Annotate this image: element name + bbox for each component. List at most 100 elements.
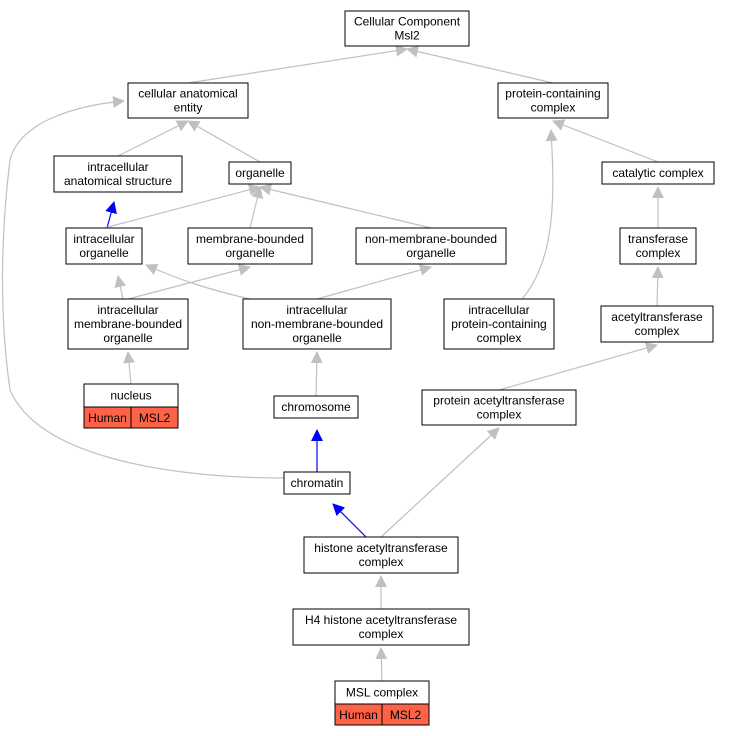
edge-ias-to-cae bbox=[117, 120, 189, 157]
node-label-line: MSL complex bbox=[346, 686, 418, 700]
edge-inmbo-to-io bbox=[145, 263, 251, 300]
edge-io-to-org bbox=[103, 183, 261, 229]
node-label-line: organelle bbox=[79, 246, 129, 260]
node-box bbox=[497, 82, 609, 119]
node-label-line: complex bbox=[477, 331, 522, 345]
node-label-line: membrane-bounded bbox=[196, 232, 304, 246]
edge-imbo-to-io bbox=[114, 275, 127, 300]
node-label-line: complex bbox=[359, 627, 404, 641]
edge-chrs-to-inmbo bbox=[310, 351, 323, 397]
node-chrt[interactable]: chromatin bbox=[283, 471, 351, 495]
node-box bbox=[53, 155, 183, 193]
node-box bbox=[600, 305, 714, 343]
node-label-line: complex bbox=[635, 324, 680, 338]
node-label-line: chromosome bbox=[281, 400, 351, 414]
node-box bbox=[242, 298, 392, 350]
node-label-line: transferase bbox=[628, 232, 688, 246]
node-label-line: complex bbox=[636, 246, 681, 260]
edge-imbo-to-mbo bbox=[127, 263, 251, 300]
node-chrs[interactable]: chromosome bbox=[273, 395, 359, 419]
node-label-line: organelle bbox=[235, 166, 285, 180]
node-box bbox=[273, 395, 359, 419]
node-box bbox=[127, 82, 249, 119]
node-label-line: organelle bbox=[103, 331, 153, 345]
node-label-line: Cellular Component bbox=[354, 15, 461, 29]
edge-pac-to-atc bbox=[498, 342, 658, 391]
edge-io-to-ias bbox=[105, 201, 117, 229]
edge-ipcc-to-pcc bbox=[521, 129, 558, 300]
edge-msl-to-h4 bbox=[375, 647, 388, 682]
node-label-line: organelle bbox=[225, 246, 275, 260]
node-label-line: protein acetyltransferase bbox=[433, 394, 565, 408]
node-box bbox=[228, 161, 292, 185]
node-org[interactable]: organelle bbox=[228, 161, 292, 185]
annotation-cell bbox=[130, 406, 179, 429]
node-label-line: Msl2 bbox=[394, 29, 420, 43]
node-label-line: intracellular bbox=[286, 303, 347, 317]
node-inmbo[interactable]: intracellularnon-membrane-boundedorganel… bbox=[242, 298, 392, 350]
edge-org-to-cae bbox=[187, 120, 261, 163]
node-cat[interactable]: catalytic complex bbox=[601, 161, 715, 185]
node-label-line: H4 histone acetyltransferase bbox=[305, 613, 457, 627]
edge-inmbo-to-nmbo bbox=[316, 264, 432, 300]
node-box bbox=[355, 227, 507, 265]
node-box bbox=[187, 227, 313, 265]
annotation-cell bbox=[381, 703, 430, 726]
node-label-line: complex bbox=[359, 555, 404, 569]
node-label-line: complex bbox=[477, 408, 522, 422]
node-box bbox=[619, 227, 697, 265]
node-box bbox=[601, 161, 715, 185]
node-label-line: organelle bbox=[292, 331, 342, 345]
node-label-line: acetyltransferase bbox=[611, 310, 703, 324]
node-box bbox=[303, 536, 459, 574]
edge-mbo-to-org bbox=[249, 186, 264, 229]
node-label-line: non-membrane-bounded bbox=[365, 232, 497, 246]
node-label-line: intracellular bbox=[97, 303, 158, 317]
node-label-line: membrane-bounded bbox=[74, 317, 182, 331]
node-label-line: entity bbox=[174, 101, 203, 115]
node-label-line: histone acetyltransferase bbox=[314, 541, 448, 555]
node-label-line: intracellular bbox=[468, 303, 529, 317]
node-label-line: cellular anatomical bbox=[138, 87, 237, 101]
node-label-line: anatomical structure bbox=[64, 174, 172, 188]
node-label-line: intracellular bbox=[87, 160, 148, 174]
edge-hac-to-chrt bbox=[332, 503, 367, 538]
edge-cat-to-pcc bbox=[552, 119, 659, 163]
annotation-label: Human bbox=[339, 708, 378, 722]
node-box bbox=[67, 298, 189, 350]
node-box bbox=[421, 389, 577, 426]
node-label-line: protein-containing bbox=[451, 317, 546, 331]
annotation-label: MSL2 bbox=[390, 708, 422, 722]
edge-hac-to-pac bbox=[380, 427, 500, 538]
node-box bbox=[292, 608, 470, 646]
node-box bbox=[65, 227, 143, 265]
node-label-line: intracellular bbox=[73, 232, 134, 246]
node-box bbox=[344, 10, 470, 47]
edge-nmbo-to-org bbox=[259, 183, 432, 229]
node-label-line: non-membrane-bounded bbox=[251, 317, 383, 331]
node-label-line: catalytic complex bbox=[612, 166, 703, 180]
node-label-line: nucleus bbox=[110, 389, 151, 403]
node-box bbox=[443, 298, 555, 350]
node-box bbox=[283, 471, 351, 495]
edge-pcc-to-root bbox=[406, 45, 554, 84]
edge-atc-to-tfc bbox=[651, 266, 664, 307]
node-label-line: protein-containing bbox=[505, 87, 600, 101]
